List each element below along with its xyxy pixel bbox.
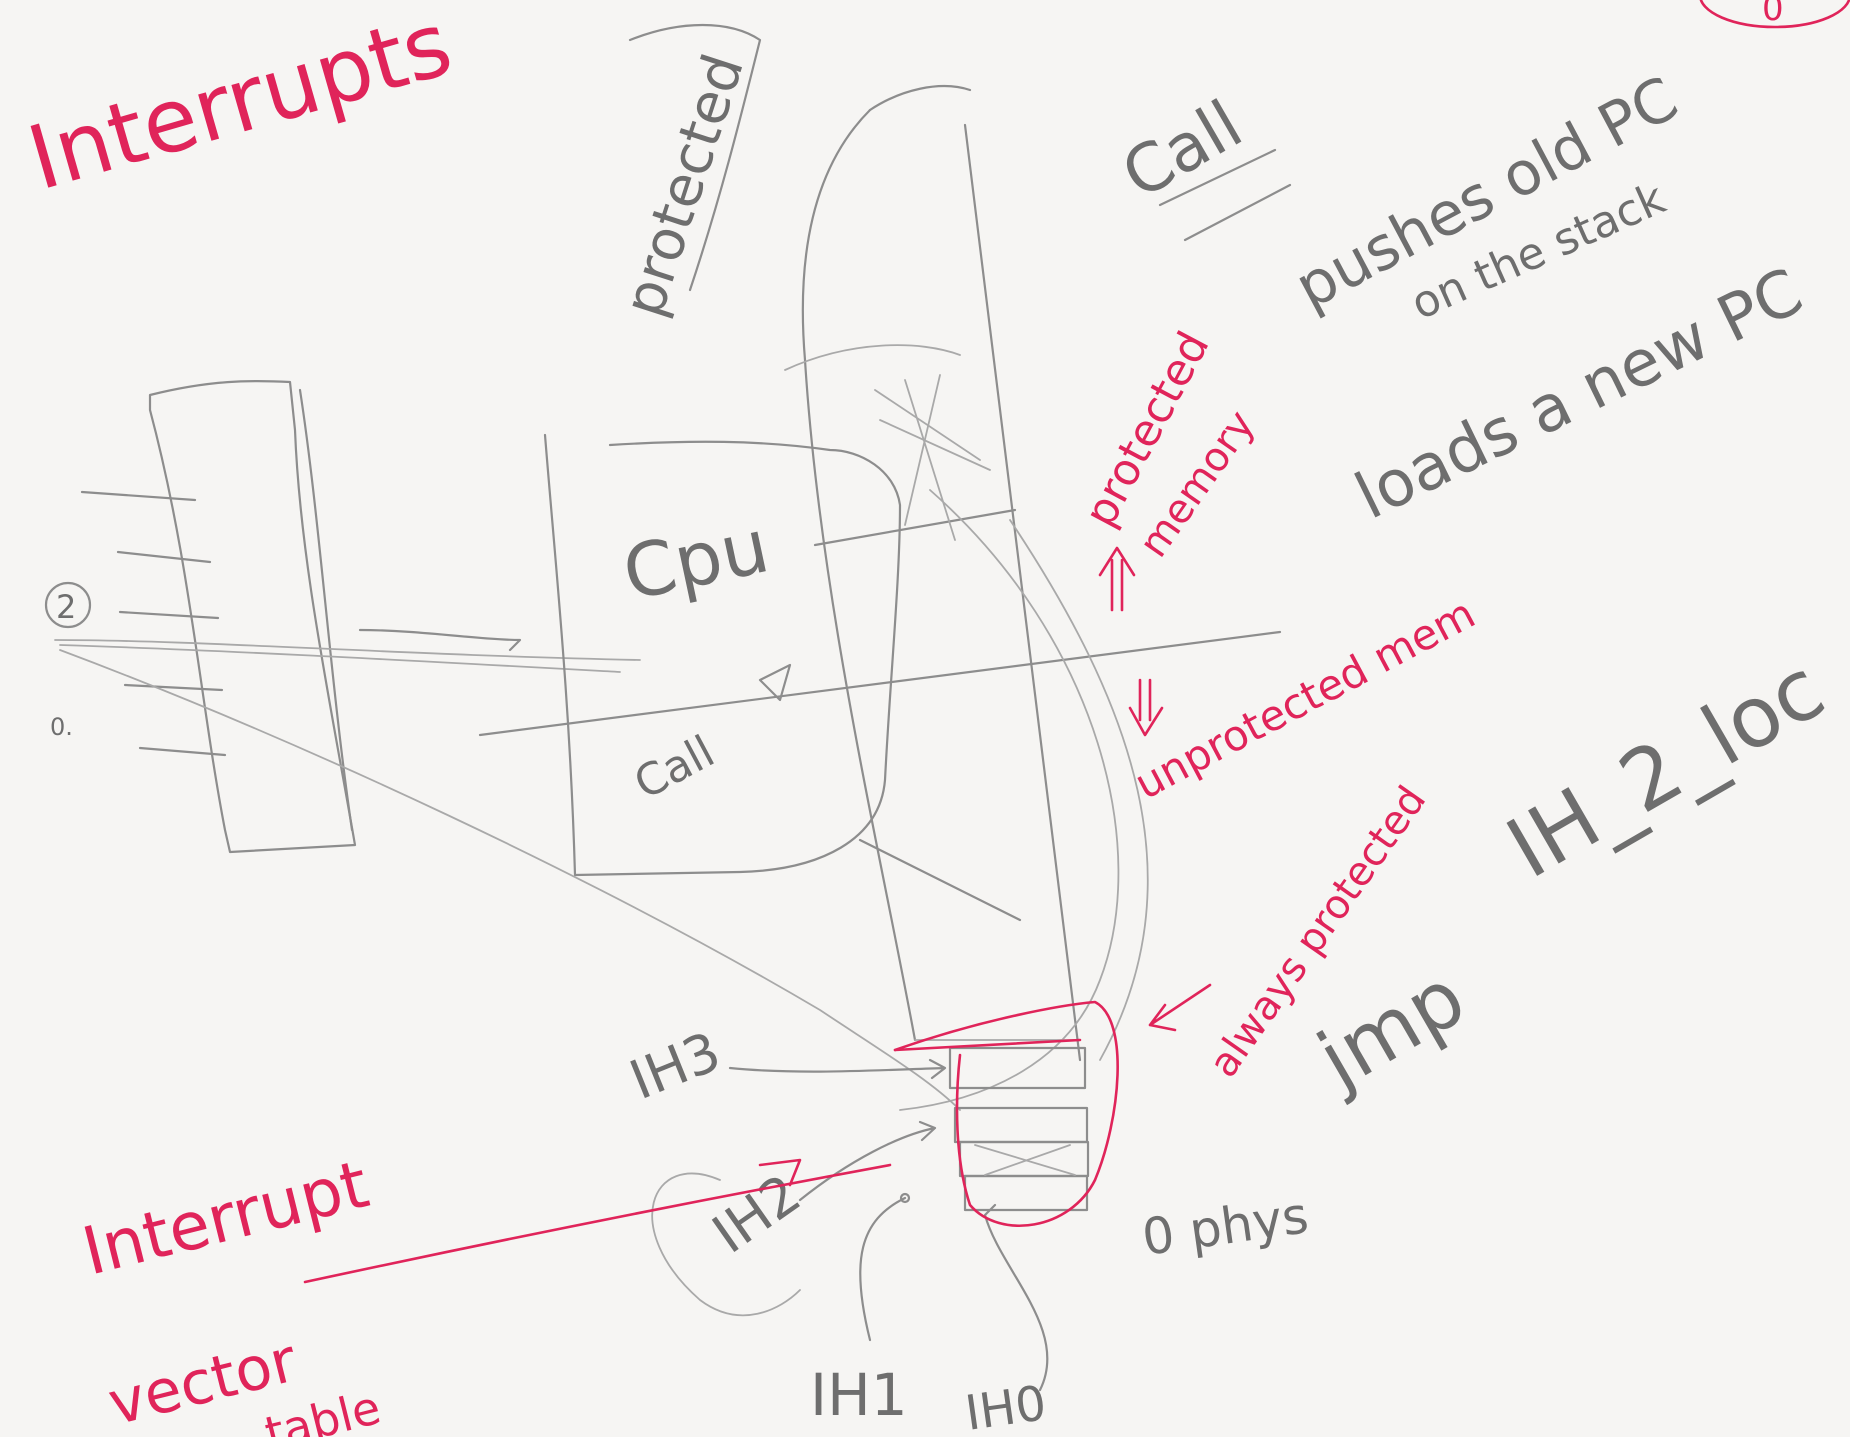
ih3-arrow	[728, 1058, 947, 1080]
title: Interrupts	[17, 0, 462, 210]
down-arrow	[1128, 678, 1164, 737]
ih2-loc-label: IH_2_loc	[1491, 639, 1840, 897]
call-underline-1	[1158, 148, 1277, 207]
ih2-label: IH2	[701, 1162, 812, 1266]
call-underline-2	[1183, 183, 1292, 242]
device-block	[148, 379, 357, 854]
corner-number: 0	[1762, 0, 1784, 29]
ih3-label: IH3	[621, 1020, 729, 1112]
small-zero: 0.	[50, 713, 73, 741]
interrupt-lines	[80, 490, 227, 757]
jmp-label: jmp	[1301, 950, 1480, 1107]
ih0-label: IH0	[962, 1375, 1050, 1437]
phys-zero-label: 0 phys	[1139, 1186, 1312, 1267]
rotated-protected-label: protected	[611, 47, 756, 325]
ivt-arrowhead	[758, 1158, 802, 1187]
corner-mark: 0	[1699, 0, 1850, 29]
ivt-line1: Interrupt	[75, 1146, 375, 1291]
rotated-label-bracket	[628, 23, 762, 292]
ih2-arrow	[798, 1120, 937, 1202]
circled-number: 2	[44, 581, 92, 629]
svg-text:2: 2	[56, 588, 76, 626]
unprotected-label: unprotected mem	[1127, 588, 1483, 808]
ih1-label: IH1	[810, 1361, 908, 1429]
ivt-arrow	[303, 1163, 892, 1284]
cpu-label: Cpu	[616, 503, 776, 617]
ih1-arrow-dot	[899, 1192, 911, 1204]
protected-region	[893, 1000, 1119, 1227]
ih2-loop	[651, 1172, 801, 1317]
ih1-arrow	[859, 1196, 907, 1342]
memory-column	[784, 84, 1149, 1111]
up-arrow	[1098, 546, 1136, 612]
ih0-arrow	[983, 1203, 1049, 1392]
signal-strokes	[54, 628, 961, 1111]
always-protected-arrow	[1148, 983, 1212, 1032]
cpu-call-label: Call	[626, 726, 722, 810]
